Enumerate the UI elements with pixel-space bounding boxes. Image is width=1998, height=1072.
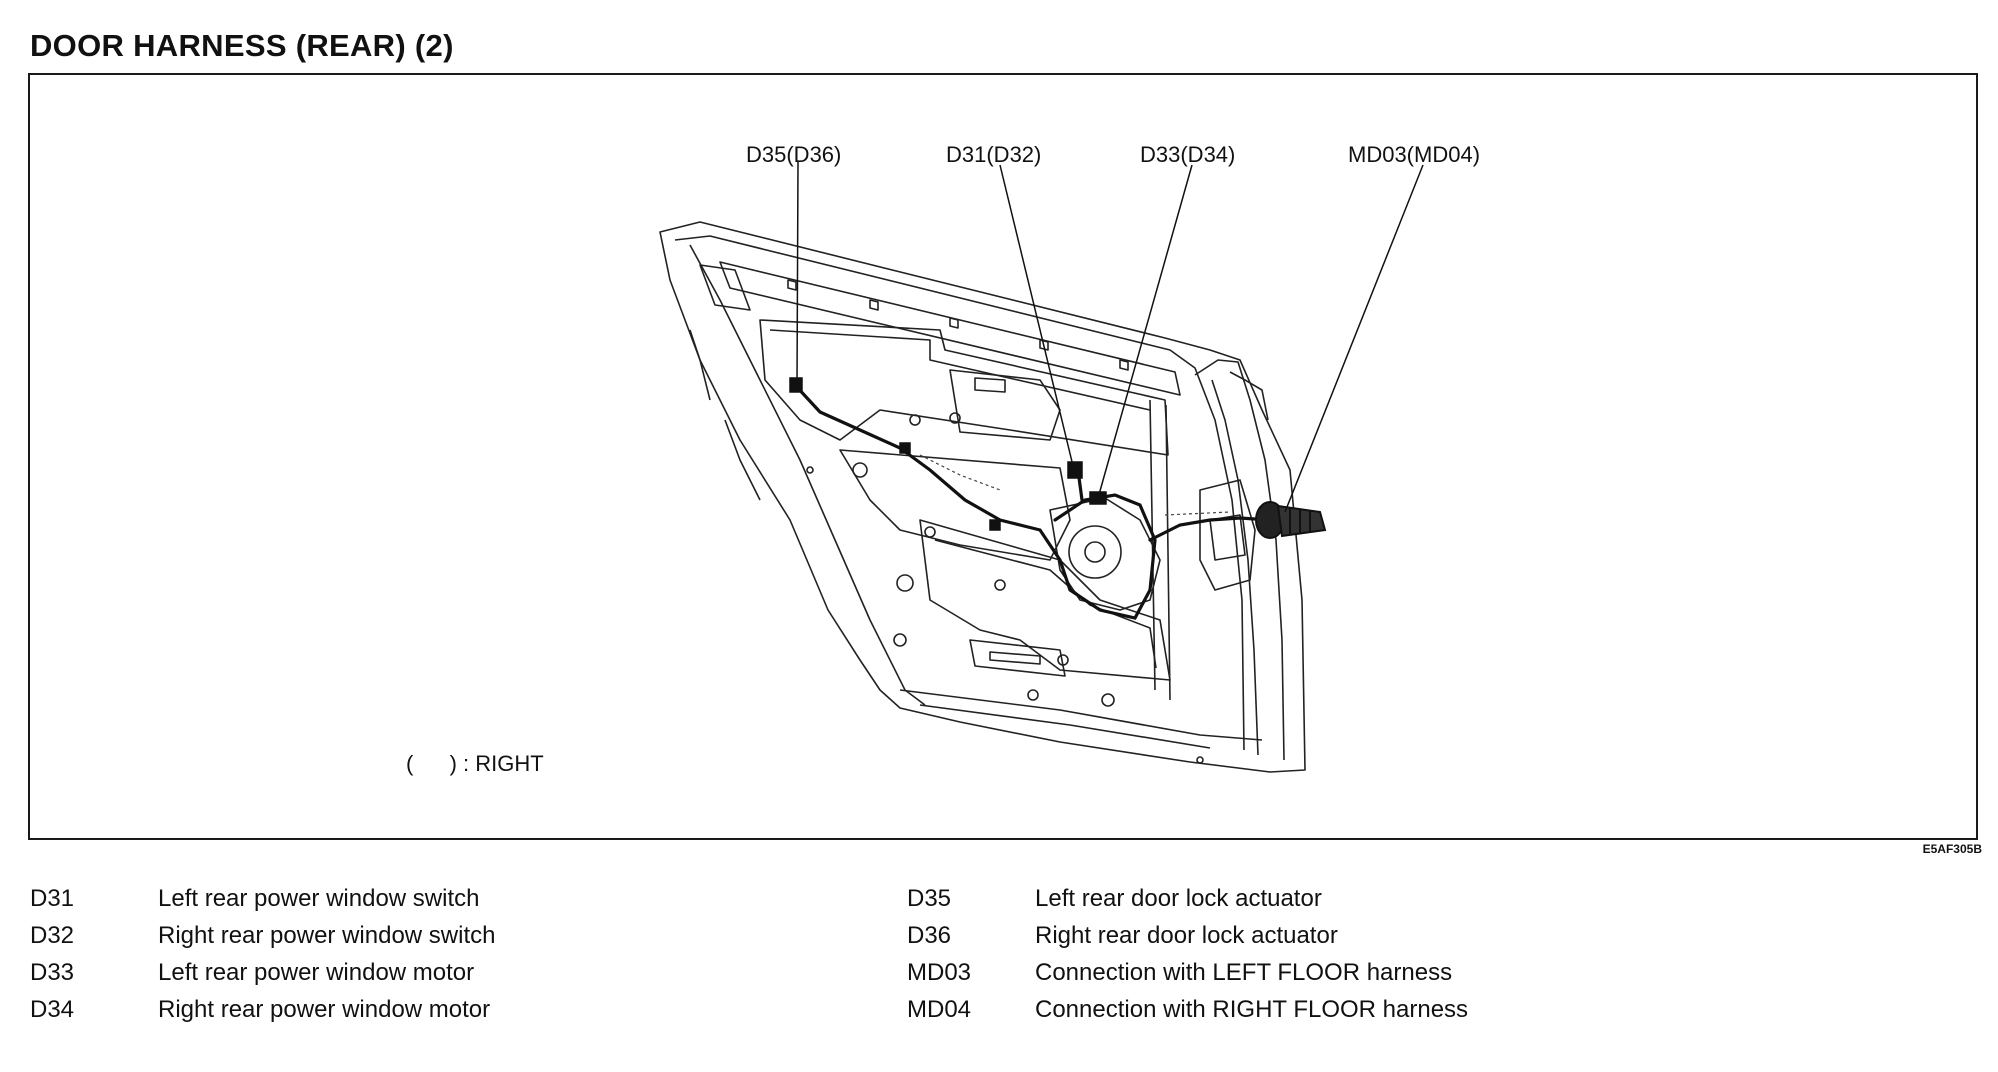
legend-item: D32 Right rear power window switch bbox=[30, 917, 495, 954]
window-frame-top bbox=[719, 261, 1181, 396]
legend-desc: Left rear power window motor bbox=[158, 958, 475, 986]
leader-d31 bbox=[999, 164, 1075, 471]
legend-desc: Right rear power window switch bbox=[158, 921, 496, 949]
legend-code: D35 bbox=[907, 884, 952, 912]
legend-item: D35 Left rear door lock actuator bbox=[907, 880, 1468, 917]
leader-d35 bbox=[796, 161, 799, 386]
latch-area bbox=[1199, 479, 1256, 591]
connector-md03 bbox=[1255, 501, 1327, 539]
diagram-frame bbox=[28, 73, 1978, 840]
lower-pocket bbox=[919, 519, 1171, 681]
lower-handle-recess bbox=[969, 639, 1066, 677]
legend-item: D31 Left rear power window switch bbox=[30, 880, 495, 917]
connector-d35 bbox=[789, 377, 803, 393]
connectors bbox=[789, 377, 1107, 531]
bottom-rail bbox=[899, 689, 1263, 741]
note-close-paren: ) bbox=[449, 751, 457, 776]
legend-right: D35 Left rear door lock actuator D36 Rig… bbox=[907, 880, 1468, 1028]
legend-left: D31 Left rear power window switch D32 Ri… bbox=[30, 880, 495, 1028]
door-front-flange bbox=[689, 244, 926, 706]
leader-md03 bbox=[1284, 164, 1424, 513]
callout-d33: D33(D34) bbox=[1140, 142, 1236, 167]
legend-item: D33 Left rear power window motor bbox=[30, 954, 495, 991]
callout-md03: MD03(MD04) bbox=[1348, 142, 1481, 167]
legend-item: D34 Right rear power window motor bbox=[30, 991, 495, 1028]
legend-item: MD04 Connection with RIGHT FLOOR harness bbox=[907, 991, 1468, 1028]
legend-code: D31 bbox=[30, 884, 75, 912]
legend-desc: Connection with LEFT FLOOR harness bbox=[1035, 958, 1453, 986]
legend-code: D32 bbox=[30, 921, 75, 949]
figure-code: E5AF305B bbox=[1922, 842, 1982, 856]
legend-desc: Left rear door lock actuator bbox=[1035, 884, 1322, 912]
legend-desc: Right rear power window motor bbox=[158, 995, 491, 1023]
callout-d35: D35(D36) bbox=[746, 142, 842, 167]
page-title: DOOR HARNESS (REAR) (2) bbox=[30, 28, 454, 63]
rear-pillar bbox=[1194, 359, 1285, 761]
leader-d33 bbox=[1097, 164, 1193, 499]
door-outer-shell bbox=[659, 221, 1306, 773]
legend-item: D36 Right rear door lock actuator bbox=[907, 917, 1468, 954]
door-inner-edge bbox=[674, 235, 1245, 751]
legend-code: D36 bbox=[907, 921, 952, 949]
legend-code: D33 bbox=[30, 958, 75, 986]
legend-code: MD04 bbox=[907, 995, 972, 1023]
connector-d31 bbox=[1067, 461, 1083, 479]
callout-d31: D31(D32) bbox=[946, 142, 1042, 167]
legend-code: D34 bbox=[30, 995, 75, 1023]
leader-lines bbox=[796, 161, 1424, 513]
legend-desc: Connection with RIGHT FLOOR harness bbox=[1035, 995, 1469, 1023]
middle-panel bbox=[839, 449, 1071, 561]
legend-item: MD03 Connection with LEFT FLOOR harness bbox=[907, 954, 1468, 991]
right-side-note: ( ) : RIGHT bbox=[406, 751, 544, 777]
legend-code: MD03 bbox=[907, 958, 972, 986]
note-open-paren: ( bbox=[406, 751, 414, 776]
rear-pillar-inner bbox=[1211, 379, 1259, 756]
legend-desc: Right rear door lock actuator bbox=[1035, 921, 1338, 949]
upper-cavity bbox=[759, 319, 1169, 456]
note-text: : RIGHT bbox=[463, 751, 544, 776]
legend-desc: Left rear power window switch bbox=[158, 884, 480, 912]
